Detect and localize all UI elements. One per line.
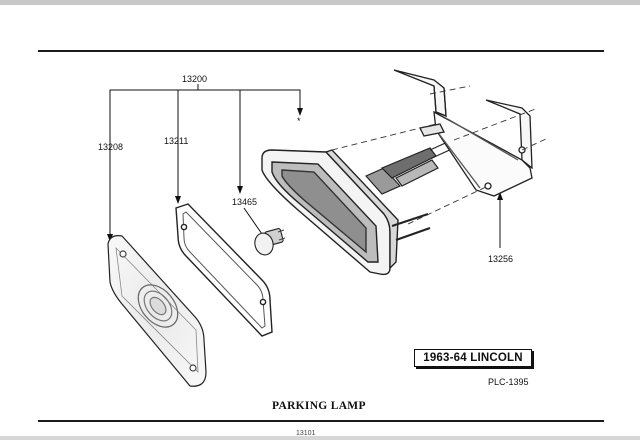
- leader-lines: [109, 84, 501, 248]
- diagram-title: PARKING LAMP: [272, 400, 366, 412]
- model-label: 1963-64 LINCOLN: [414, 349, 532, 367]
- page-bottom-edge: [0, 436, 640, 440]
- assembly-dash-lines: [331, 85, 549, 225]
- lens-part: [107, 235, 207, 387]
- page-number-mark: 13101: [296, 430, 316, 437]
- leader-arrowheads: [107, 108, 503, 242]
- bulb-part: [254, 228, 286, 256]
- top-rule: [38, 50, 604, 52]
- bottom-rule: [38, 420, 604, 422]
- housing-part: [261, 149, 431, 276]
- callout-assembly: 13200: [182, 74, 207, 84]
- page-top-edge: [0, 0, 640, 5]
- callout-bracket: 13256: [488, 254, 513, 264]
- socket-assembly: [365, 139, 455, 195]
- callout-body-marker: *: [297, 116, 301, 126]
- mounting-bracket: [393, 69, 533, 197]
- callout-gasket: 13211: [164, 136, 188, 146]
- gasket-part: [175, 203, 273, 337]
- callout-bulb: 13465: [232, 197, 257, 207]
- callout-lens: 13208: [98, 142, 123, 152]
- plate-code: PLC-1395: [488, 377, 529, 387]
